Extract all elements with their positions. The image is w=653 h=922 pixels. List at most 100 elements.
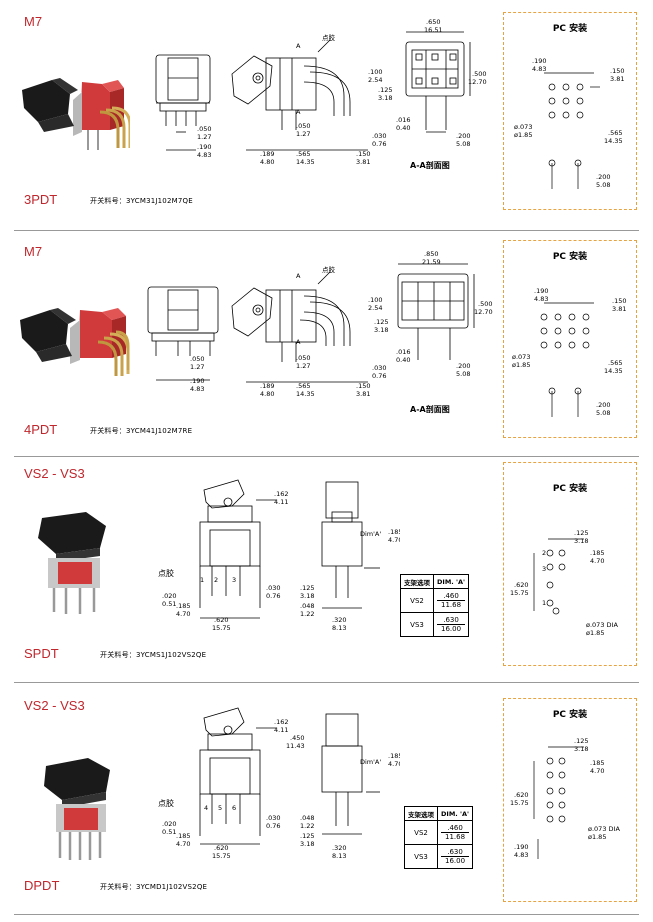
svg-text:6: 6 [232,804,236,812]
svg-text:4.70: 4.70 [590,767,604,775]
svg-text:14.35: 14.35 [604,137,623,145]
svg-text:.150: .150 [356,382,370,390]
svg-text:.185: .185 [176,832,190,840]
svg-text:.500: .500 [472,70,486,78]
svg-text:14.35: 14.35 [296,158,315,166]
svg-text:.162: .162 [274,718,288,726]
svg-text:.016: .016 [396,116,410,124]
svg-text:12.70: 12.70 [474,308,493,316]
svg-text:.150: .150 [356,150,370,158]
svg-text:4.83: 4.83 [534,295,548,303]
svg-text:4: 4 [204,804,208,812]
svg-text:.100: .100 [368,296,382,304]
svg-text:.048: .048 [300,602,314,610]
table-header-option: 支架选项 [404,806,438,821]
svg-text:.565: .565 [296,382,310,390]
svg-text:ø1.85: ø1.85 [512,361,530,369]
svg-text:.185: .185 [176,602,190,610]
svg-text:.185: .185 [590,759,604,767]
svg-text:.030: .030 [266,814,280,822]
svg-text:.016: .016 [396,348,410,356]
svg-text:.189: .189 [260,150,274,158]
table-header-dim: DIM. 'A' [436,806,474,821]
product-photo [20,308,130,376]
svg-text:1.27: 1.27 [296,362,310,370]
svg-text:12.70: 12.70 [468,78,487,86]
svg-text:ø.073 DIA: ø.073 DIA [586,621,618,629]
svg-text:.620: .620 [214,844,228,852]
svg-text:0.51: 0.51 [162,828,176,836]
svg-text:.050: .050 [197,125,211,133]
svg-text:3: 3 [232,576,236,584]
svg-text:.620: .620 [514,791,528,799]
svg-text:8.13: 8.13 [332,852,346,860]
section-vs-dpdt: VS2 - VS3 DPDT 开关料号：3YCMD1J102VS2QE [0,684,653,914]
svg-text:ø1.85: ø1.85 [586,629,604,637]
svg-text:4.83: 4.83 [532,65,546,73]
svg-text:ø1.85: ø1.85 [514,131,532,139]
svg-text:.050: .050 [190,355,204,363]
svg-text:.125: .125 [374,318,388,326]
svg-text:5.08: 5.08 [456,140,470,148]
svg-text:.320: .320 [332,844,346,852]
svg-text:15.75: 15.75 [212,624,231,632]
svg-text:.150: .150 [610,67,624,75]
svg-text:ø.073: ø.073 [514,123,532,131]
svg-text:.030: .030 [372,364,386,372]
svg-text:.030: .030 [372,132,386,140]
svg-text:3.81: 3.81 [356,390,370,398]
svg-text:.125: .125 [574,737,588,745]
svg-text:.020: .020 [162,592,176,600]
svg-text:.200: .200 [596,401,610,409]
svg-text:4.80: 4.80 [260,390,274,398]
svg-text:3.18: 3.18 [574,537,588,545]
pc-title: PC 安装 [552,710,588,720]
svg-text:.500: .500 [478,300,492,308]
svg-text:.190: .190 [514,843,528,851]
svg-text:0.51: 0.51 [162,600,176,608]
svg-text:4.11: 4.11 [274,726,288,734]
svg-text:ø.073 DIA: ø.073 DIA [588,825,620,833]
svg-text:.125: .125 [300,584,314,592]
svg-text:A: A [296,42,301,50]
svg-text:.125: .125 [300,832,314,840]
svg-text:0.40: 0.40 [396,356,410,364]
part-number: 开关料号：3YCM41J102M7RE [90,427,193,435]
svg-text:1.27: 1.27 [197,133,211,141]
series-title: M7 [24,244,43,259]
product-photo [38,512,106,614]
svg-text:.100: .100 [368,68,382,76]
part-number: 开关料号：3YCM31J102M7QE [90,197,193,205]
svg-text:.185: .185 [388,528,400,536]
svg-text:4.70: 4.70 [388,536,400,544]
svg-text:.650: .650 [426,18,440,26]
svg-text:0.76: 0.76 [266,592,280,600]
svg-text:.450: .450 [290,734,304,742]
svg-text:.190: .190 [532,57,546,65]
svg-text:.190: .190 [534,287,548,295]
svg-text:A: A [296,338,301,346]
svg-text:4.80: 4.80 [260,158,274,166]
svg-text:.200: .200 [596,173,610,181]
svg-text:1.22: 1.22 [300,610,314,618]
pc-title: PC 安装 [552,252,588,262]
svg-text:21.59: 21.59 [422,258,441,266]
svg-text:.320: .320 [332,616,346,624]
svg-text:.620: .620 [214,616,228,624]
svg-text:.050: .050 [296,354,310,362]
product-photo [44,758,110,860]
svg-text:5.08: 5.08 [596,409,610,417]
svg-text:0.76: 0.76 [266,822,280,830]
dim-a-label: Dim'A' [360,530,381,538]
